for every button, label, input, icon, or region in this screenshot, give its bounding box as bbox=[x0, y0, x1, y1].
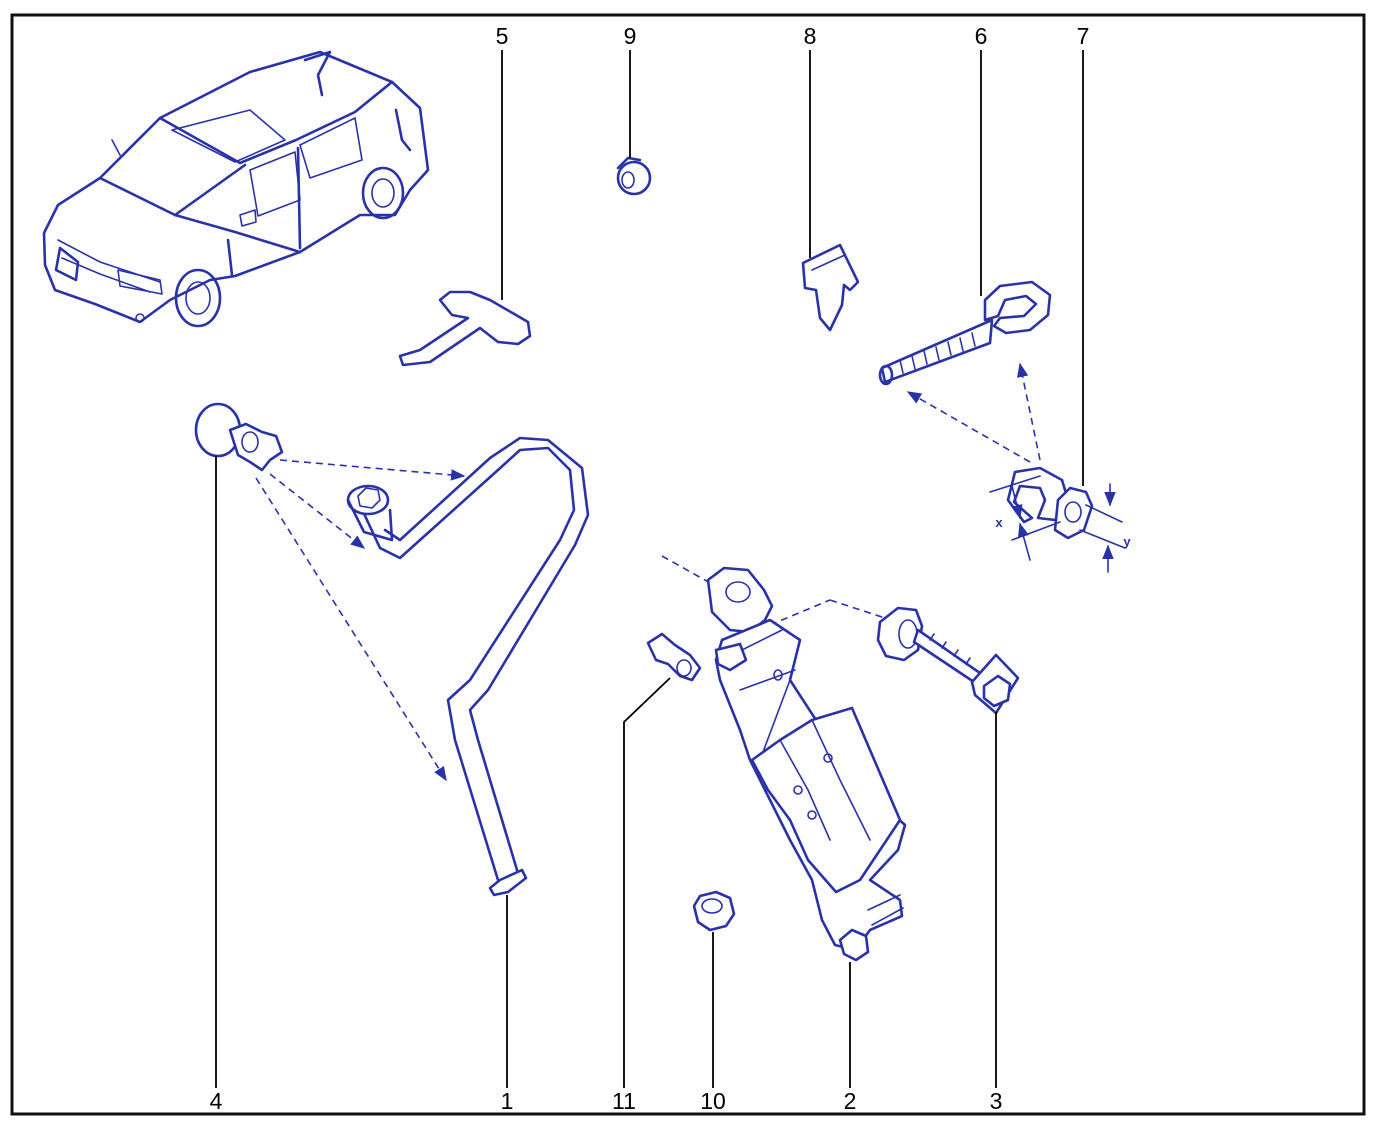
part-9-clip bbox=[616, 156, 652, 196]
dimension-label-x: x bbox=[995, 515, 1003, 530]
part-4-wing-nut bbox=[194, 402, 284, 472]
callout-numbers-top: 5 9 8 6 7 bbox=[496, 23, 1090, 49]
part-7-retaining-clip bbox=[989, 466, 1126, 573]
part-10-nut bbox=[692, 890, 736, 932]
callout-2: 2 bbox=[844, 1088, 857, 1114]
dimension-label-y: y bbox=[1123, 534, 1131, 549]
drawing-frame bbox=[10, 13, 1366, 1116]
callout-10: 10 bbox=[700, 1088, 726, 1114]
callout-7: 7 bbox=[1077, 23, 1090, 49]
part-11-jack-clip bbox=[646, 632, 702, 682]
callout-numbers-bottom: 4 1 11 10 2 3 bbox=[210, 1088, 1003, 1114]
part-3-bolt-assembly bbox=[876, 606, 1020, 715]
part-2-scissor-jack bbox=[661, 555, 907, 962]
part-6-towing-eye bbox=[878, 280, 1052, 386]
assembly-arrows-part-4 bbox=[255, 459, 466, 782]
part-5-wire-hook bbox=[398, 290, 532, 367]
leader-lines bbox=[215, 50, 1084, 1088]
callout-5: 5 bbox=[496, 23, 509, 49]
callout-8: 8 bbox=[804, 23, 817, 49]
callout-11: 11 bbox=[612, 1088, 636, 1114]
callout-6: 6 bbox=[975, 23, 988, 49]
part-1-wheel-brace bbox=[346, 436, 590, 897]
callout-1: 1 bbox=[501, 1088, 514, 1114]
callout-9: 9 bbox=[624, 23, 637, 49]
car-illustration bbox=[42, 50, 430, 328]
part-8-bracket bbox=[801, 243, 860, 332]
callout-3: 3 bbox=[990, 1088, 1003, 1114]
assembly-arrows-part-7 bbox=[906, 362, 1041, 463]
callout-4: 4 bbox=[210, 1088, 223, 1114]
